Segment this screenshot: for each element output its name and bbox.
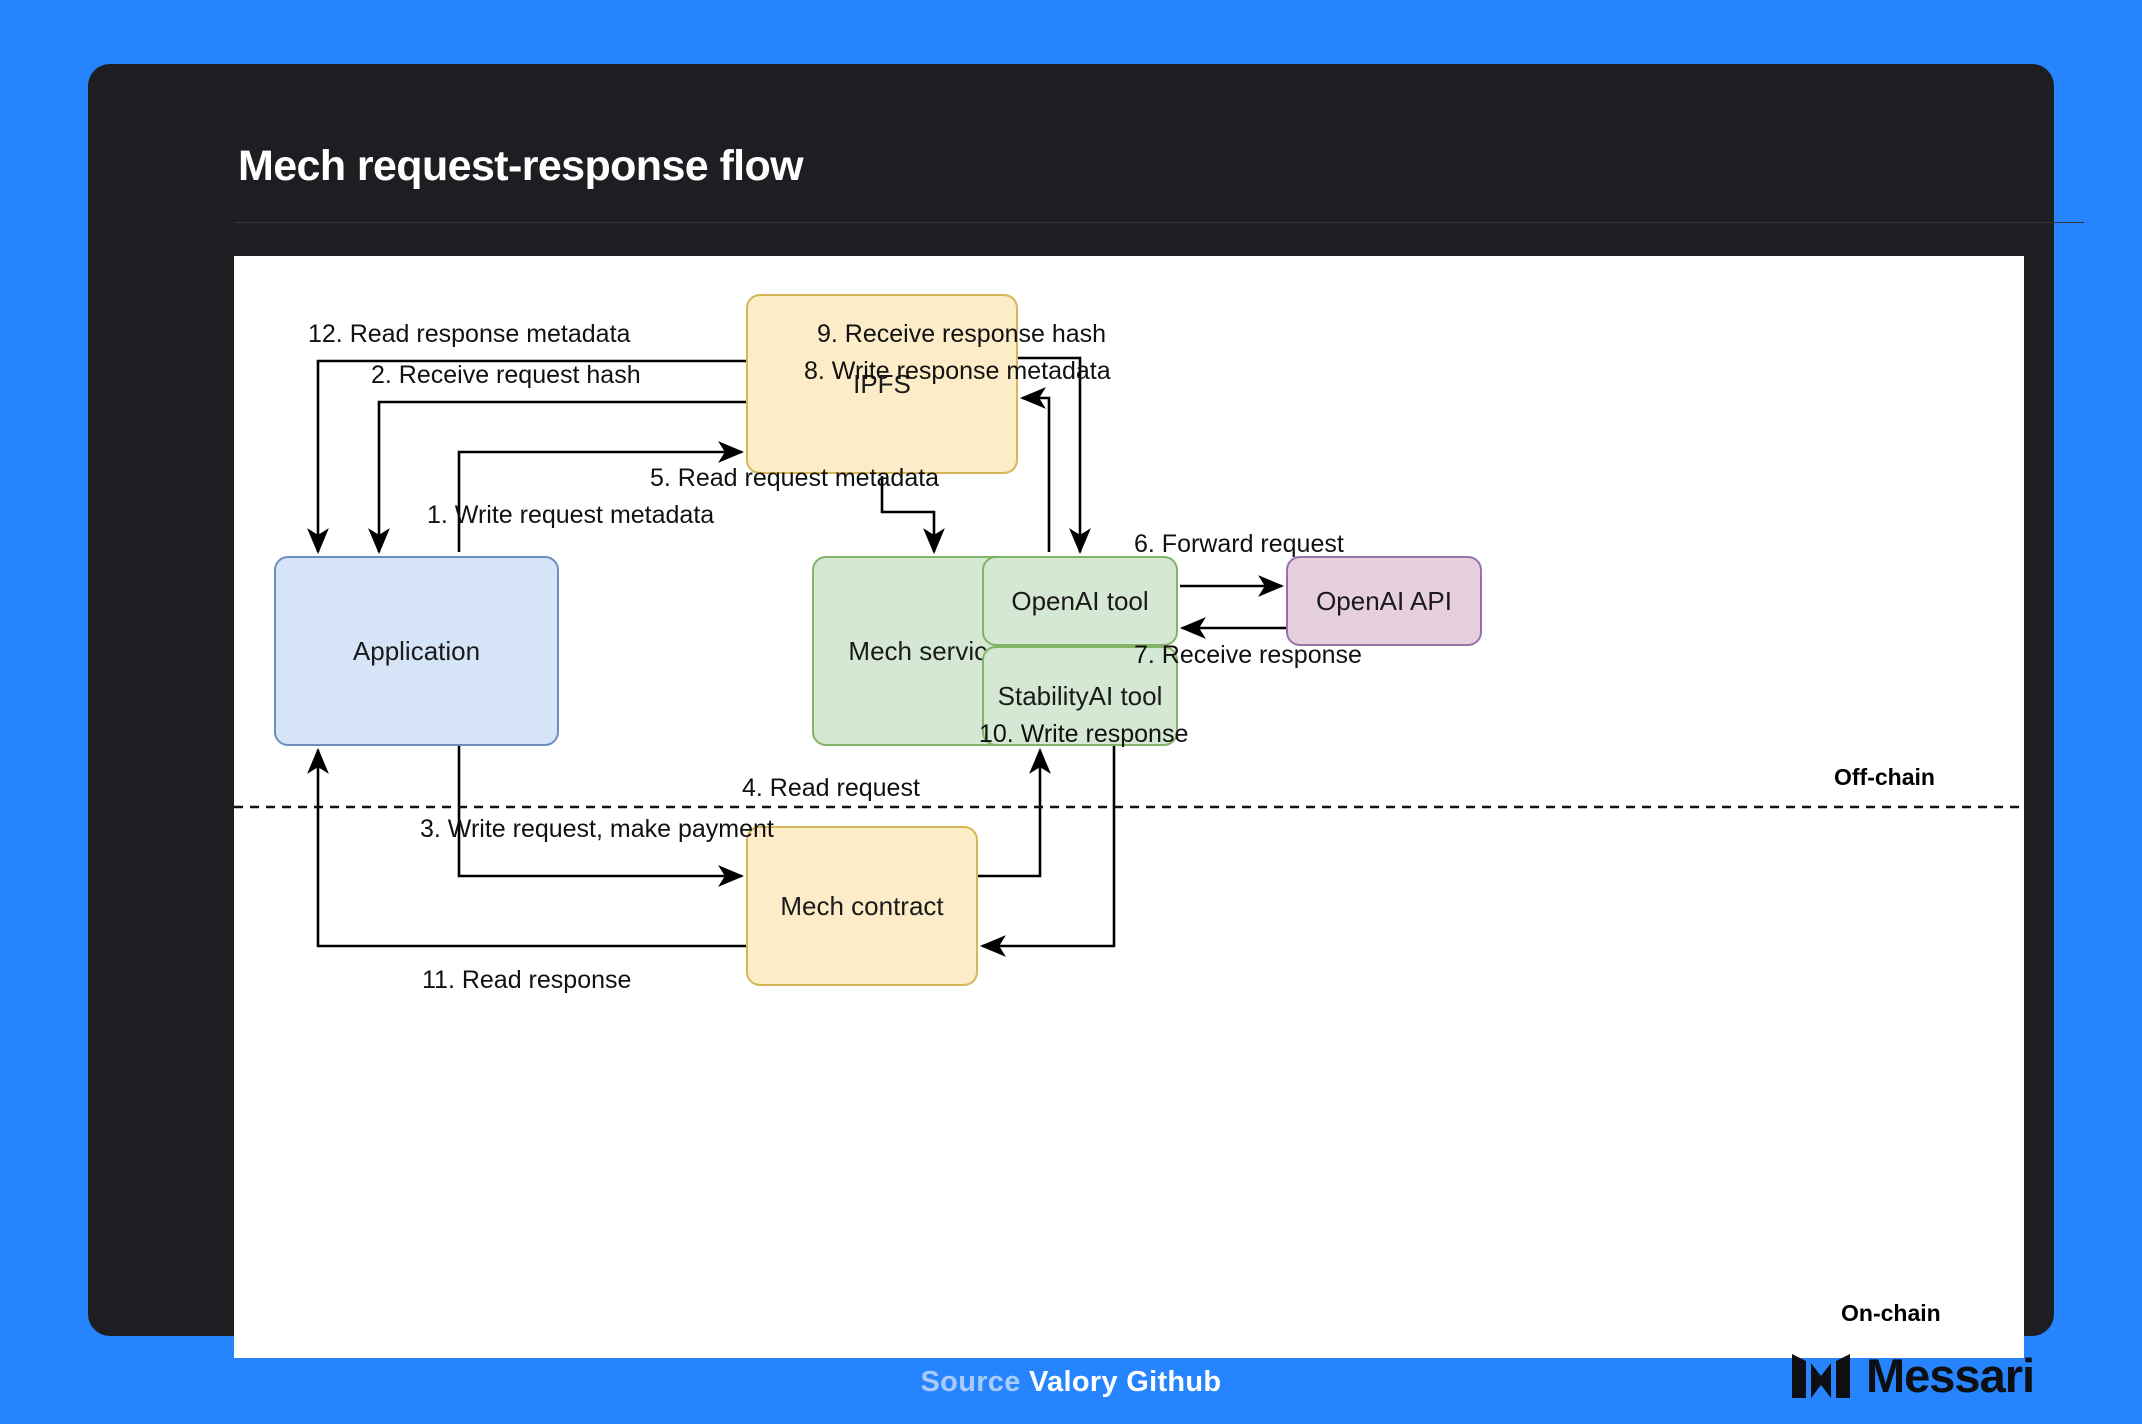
edge-label-11: 11. Read response bbox=[422, 966, 632, 994]
edge-label-12: 12. Read response metadata bbox=[308, 320, 631, 348]
node-application[interactable]: Application bbox=[274, 556, 559, 746]
diagram-canvas: IPFS Application Mech service OpenAI too… bbox=[234, 256, 2024, 1358]
messari-wordmark: Messari bbox=[1866, 1349, 2035, 1402]
edge-1-path bbox=[457, 441, 745, 552]
source-caption: Source Valory Github bbox=[0, 1366, 2142, 1399]
node-mech-contract-label: Mech contract bbox=[780, 890, 944, 921]
edge-8-path bbox=[1019, 387, 1051, 552]
title-divider bbox=[234, 222, 2084, 223]
edge-label-2: 2. Receive request hash bbox=[371, 361, 641, 389]
node-stabilityai-tool[interactable]: StabilityAI tool bbox=[982, 646, 1178, 746]
edge-4-path bbox=[978, 747, 1051, 878]
node-application-label: Application bbox=[352, 635, 481, 666]
source-name: Valory Github bbox=[1029, 1366, 1222, 1398]
node-openai-api-label: OpenAI API bbox=[1316, 585, 1452, 616]
node-mech-contract[interactable]: Mech contract bbox=[746, 826, 978, 986]
messari-logo-icon bbox=[1792, 1353, 1850, 1398]
edge-label-6: 6. Forward request bbox=[1134, 530, 1344, 558]
edge-2-path bbox=[368, 400, 746, 555]
edge-label-8: 8. Write response metadata bbox=[804, 357, 1111, 385]
edge-label-9: 9. Receive response hash bbox=[817, 320, 1107, 348]
edge-label-4: 4. Read request bbox=[742, 774, 920, 802]
edge-label-5: 5. Read request metadata bbox=[650, 464, 940, 492]
zone-label-offchain: Off-chain bbox=[1834, 764, 1935, 790]
source-prefix: Source bbox=[920, 1366, 1021, 1398]
node-openai-api[interactable]: OpenAI API bbox=[1286, 556, 1482, 646]
messari-brand: Messari bbox=[1790, 1348, 2035, 1403]
edge-label-1: 1. Write request metadata bbox=[427, 501, 715, 529]
diagram-card: Mech request-response flow bbox=[88, 64, 2084, 1358]
zone-label-onchain: On-chain bbox=[1841, 1300, 1941, 1326]
edge-10-path bbox=[979, 746, 1116, 957]
node-openai-tool-label: OpenAI tool bbox=[1011, 585, 1149, 616]
edge-label-10: 10. Write response bbox=[979, 720, 1189, 748]
node-stabilityai-tool-label: StabilityAI tool bbox=[997, 680, 1163, 711]
node-openai-tool[interactable]: OpenAI tool bbox=[982, 556, 1178, 646]
edge-label-7: 7. Receive response bbox=[1134, 641, 1362, 669]
node-ipfs-label: IPFS bbox=[853, 368, 911, 399]
edge-5-path bbox=[880, 476, 945, 555]
node-ipfs[interactable]: IPFS bbox=[746, 294, 1018, 474]
connector-layer bbox=[234, 356, 2024, 957]
edge-3-path bbox=[457, 746, 745, 887]
edge-12-path bbox=[307, 359, 746, 555]
edge-9-path bbox=[1018, 356, 1091, 555]
page-title: Mech request-response flow bbox=[238, 142, 804, 190]
edge-label-3: 3. Write request, make payment bbox=[420, 815, 774, 843]
node-mech-service-label: Mech service bbox=[848, 635, 1002, 666]
edge-11-path bbox=[307, 747, 746, 948]
